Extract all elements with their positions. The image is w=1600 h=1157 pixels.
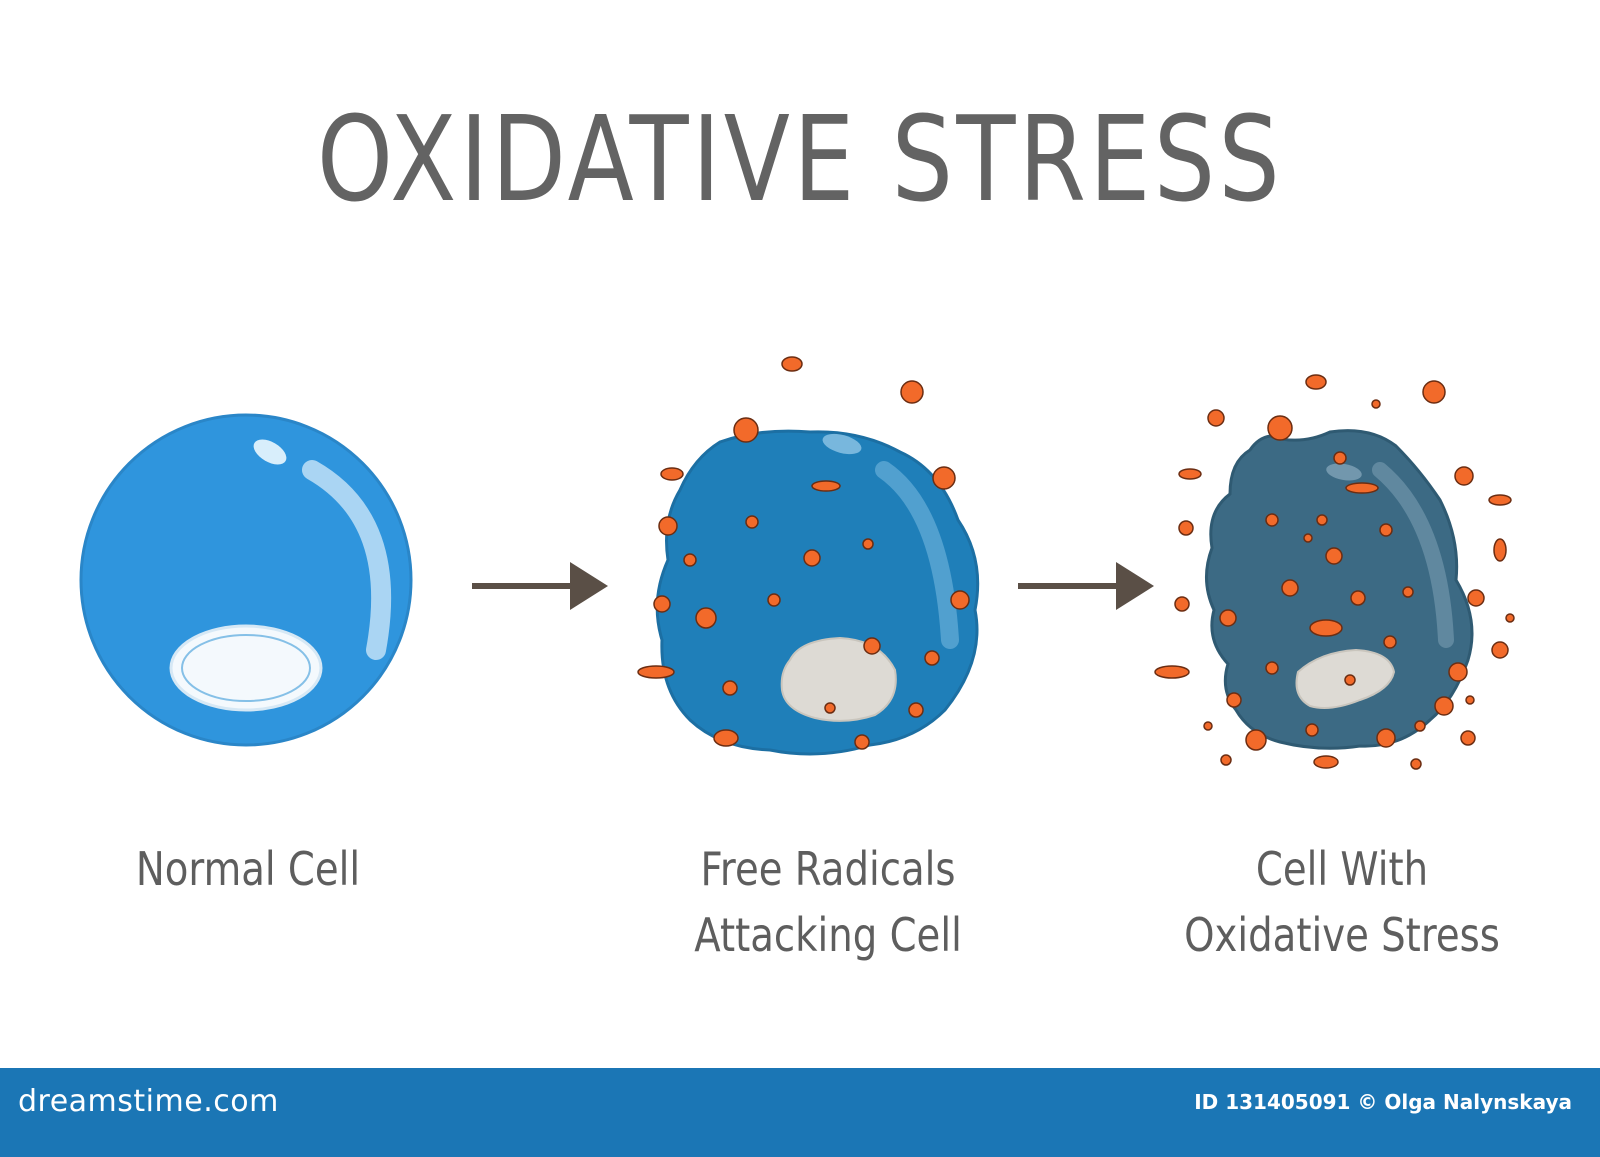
stage-label-line: Attacking Cell: [660, 902, 996, 968]
stage-label-free-radicals: Free Radicals Attacking Cell: [660, 836, 996, 968]
stage-label-line: Cell With: [1174, 836, 1510, 902]
site-logo[interactable]: dreamstime.com: [18, 1084, 279, 1119]
normal-cell-icon: [81, 415, 411, 745]
stressed-cell-icon: [1155, 375, 1514, 769]
stage-label-normal-cell: Normal Cell: [80, 836, 416, 902]
stage-label-line: Normal Cell: [80, 836, 416, 902]
attacked-cell-icon: [638, 357, 978, 754]
stage-label-line: Oxidative Stress: [1174, 902, 1510, 968]
stage-label-line: Free Radicals: [660, 836, 996, 902]
footer-bar: dreamstime.com ID 131405091 © Olga Nalyn…: [0, 1068, 1600, 1157]
arrow-right-icon: [1018, 562, 1154, 610]
stage-label-oxidative-stress: Cell With Oxidative Stress: [1174, 836, 1510, 968]
nucleus-icon: [171, 626, 321, 710]
arrow-right-icon: [472, 562, 608, 610]
image-credit: ID 131405091 © Olga Nalynskaya: [1194, 1090, 1572, 1114]
